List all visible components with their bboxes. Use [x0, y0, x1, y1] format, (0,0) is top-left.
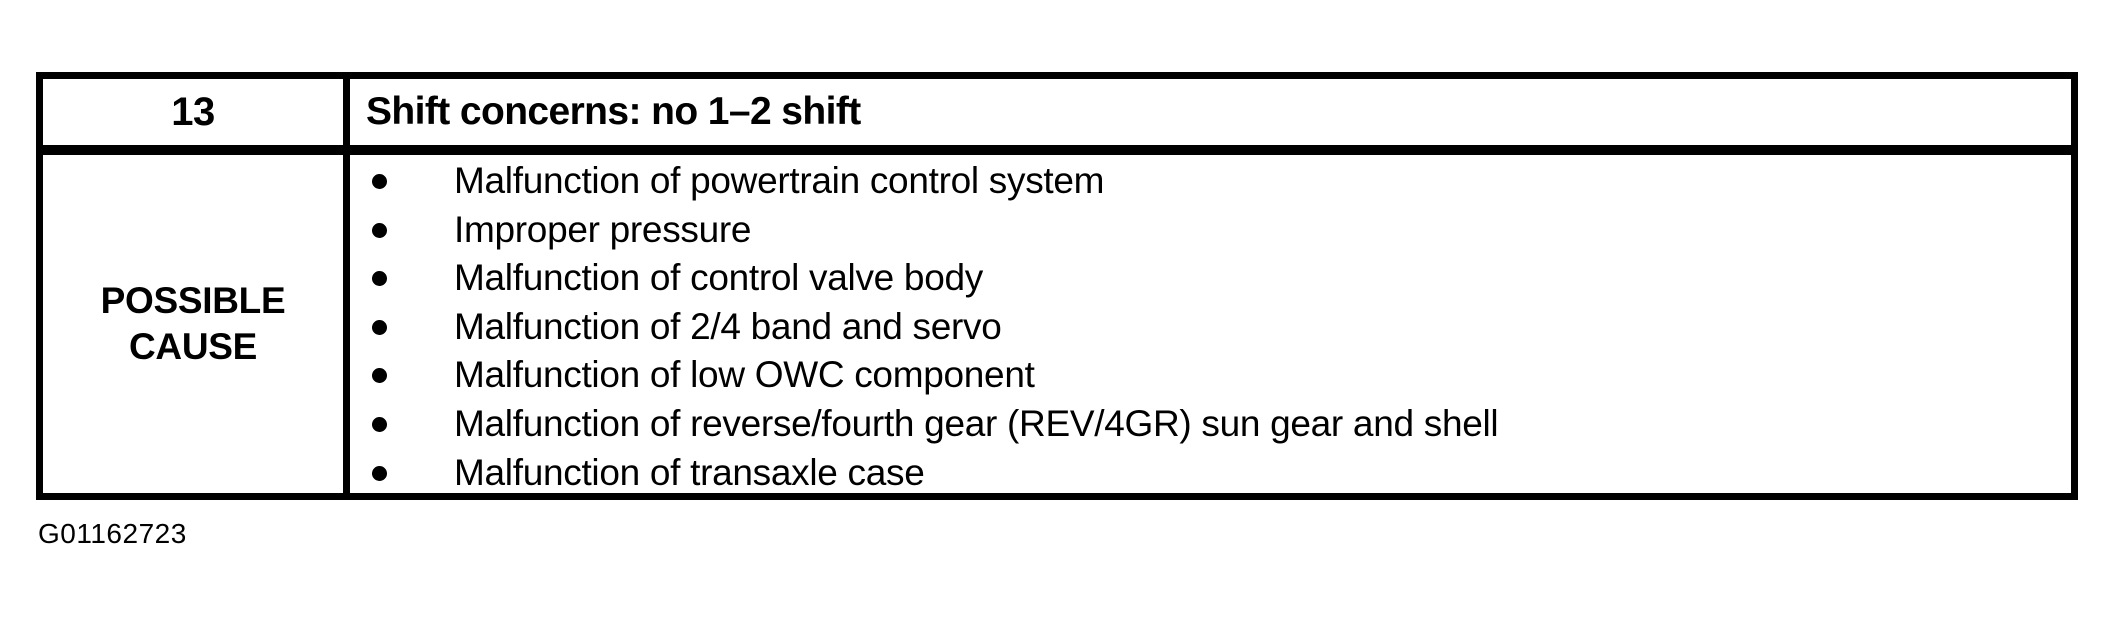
header-title-cell: Shift concerns: no 1–2 shift — [350, 79, 2071, 145]
cause-item: Malfunction of reverse/fourth gear (REV/… — [350, 400, 2071, 449]
figure-id: G01162723 — [38, 518, 187, 549]
causes-cell: Malfunction of powertrain control system… — [350, 155, 2071, 493]
table-header-row: 13 Shift concerns: no 1–2 shift — [43, 79, 2071, 155]
cause-item: Malfunction of 2/4 band and servo — [350, 303, 2071, 352]
header-number-cell: 13 — [43, 79, 350, 145]
bullet-icon — [372, 222, 387, 238]
bullet-icon — [372, 368, 387, 384]
bullet-icon — [372, 416, 387, 432]
bullet-icon — [372, 174, 387, 189]
cause-item: Malfunction of control valve body — [350, 254, 2071, 303]
cause-text: Malfunction of powertrain control system — [454, 160, 1105, 201]
row-label-cell: POSSIBLE CAUSE — [43, 155, 350, 493]
concern-number: 13 — [171, 89, 215, 134]
concern-title: Shift concerns: no 1–2 shift — [366, 90, 861, 133]
cause-item: Malfunction of transaxle case — [350, 449, 2071, 498]
possible-cause-label: POSSIBLE CAUSE — [100, 280, 286, 367]
bullet-icon — [372, 319, 387, 335]
cause-text: Malfunction of low OWC component — [454, 354, 1035, 396]
cause-text: Malfunction of control valve body — [454, 257, 983, 299]
cause-list: Malfunction of powertrain control system… — [350, 157, 2071, 497]
table-body-row: POSSIBLE CAUSE Malfunction of powertrain… — [43, 155, 2071, 493]
cause-text: Improper pressure — [454, 208, 752, 250]
cause-item: Improper pressure — [350, 206, 2071, 255]
cause-text: Malfunction of 2/4 band and servo — [454, 305, 1002, 347]
possible-cause-table: 13 Shift concerns: no 1–2 shift POSSIBLE… — [36, 72, 2078, 500]
bullet-icon — [372, 271, 387, 287]
cause-item: Malfunction of powertrain control system — [350, 157, 2071, 206]
cause-text: Malfunction of transaxle case — [454, 451, 925, 493]
cause-text: Malfunction of reverse/fourth gear (REV/… — [454, 402, 1499, 444]
cause-item: Malfunction of low OWC component — [350, 351, 2071, 400]
bullet-icon — [372, 465, 387, 481]
